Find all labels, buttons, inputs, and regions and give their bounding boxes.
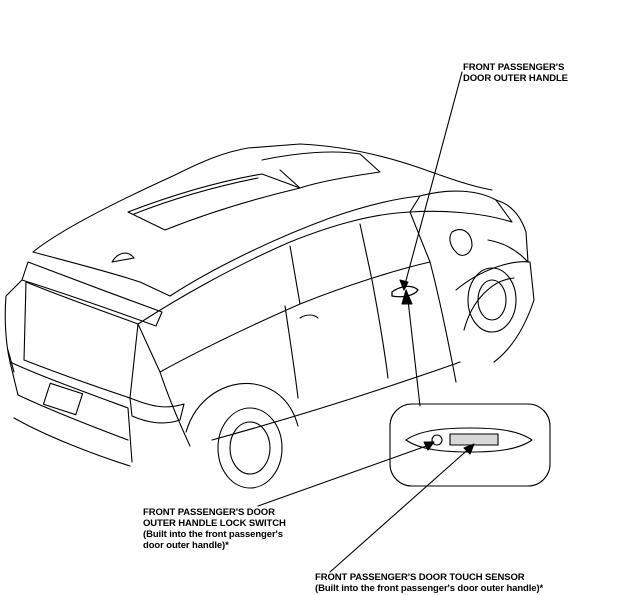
lock-switch-callout: FRONT PASSENGER'S DOOR OUTER HANDLE LOCK… — [143, 507, 286, 551]
touch-sensor-callout: FRONT PASSENGER'S DOOR TOUCH SENSOR (Bui… — [315, 572, 543, 594]
touch-sensor-label-1: FRONT PASSENGER'S DOOR TOUCH SENSOR — [315, 572, 525, 583]
lock-switch-label-3: (Built into the front passenger's — [143, 529, 283, 540]
lock-switch-icon — [431, 434, 443, 446]
inset-arrow — [401, 289, 421, 407]
suv-body — [4, 143, 535, 489]
touch-sensor-label-2: (Built into the front passenger's door o… — [315, 583, 544, 594]
detail-inset-box — [389, 403, 551, 487]
touch-sensor-leader — [329, 443, 475, 573]
lock-switch-leader — [257, 441, 435, 507]
outer-handle-label-1: FRONT PASSENGER'S — [463, 62, 565, 73]
handle-leader — [399, 71, 463, 291]
lock-switch-label-4: door outer handle)* — [143, 540, 229, 551]
lock-switch-label-2: OUTER HANDLE LOCK SWITCH — [143, 518, 286, 529]
lock-switch-label-1: FRONT PASSENGER'S DOOR — [143, 507, 275, 518]
touch-sensor-icon — [449, 433, 499, 446]
outer-handle-callout: FRONT PASSENGER'S DOOR OUTER HANDLE — [463, 62, 568, 84]
outer-handle-label-2: DOOR OUTER HANDLE — [463, 73, 568, 84]
